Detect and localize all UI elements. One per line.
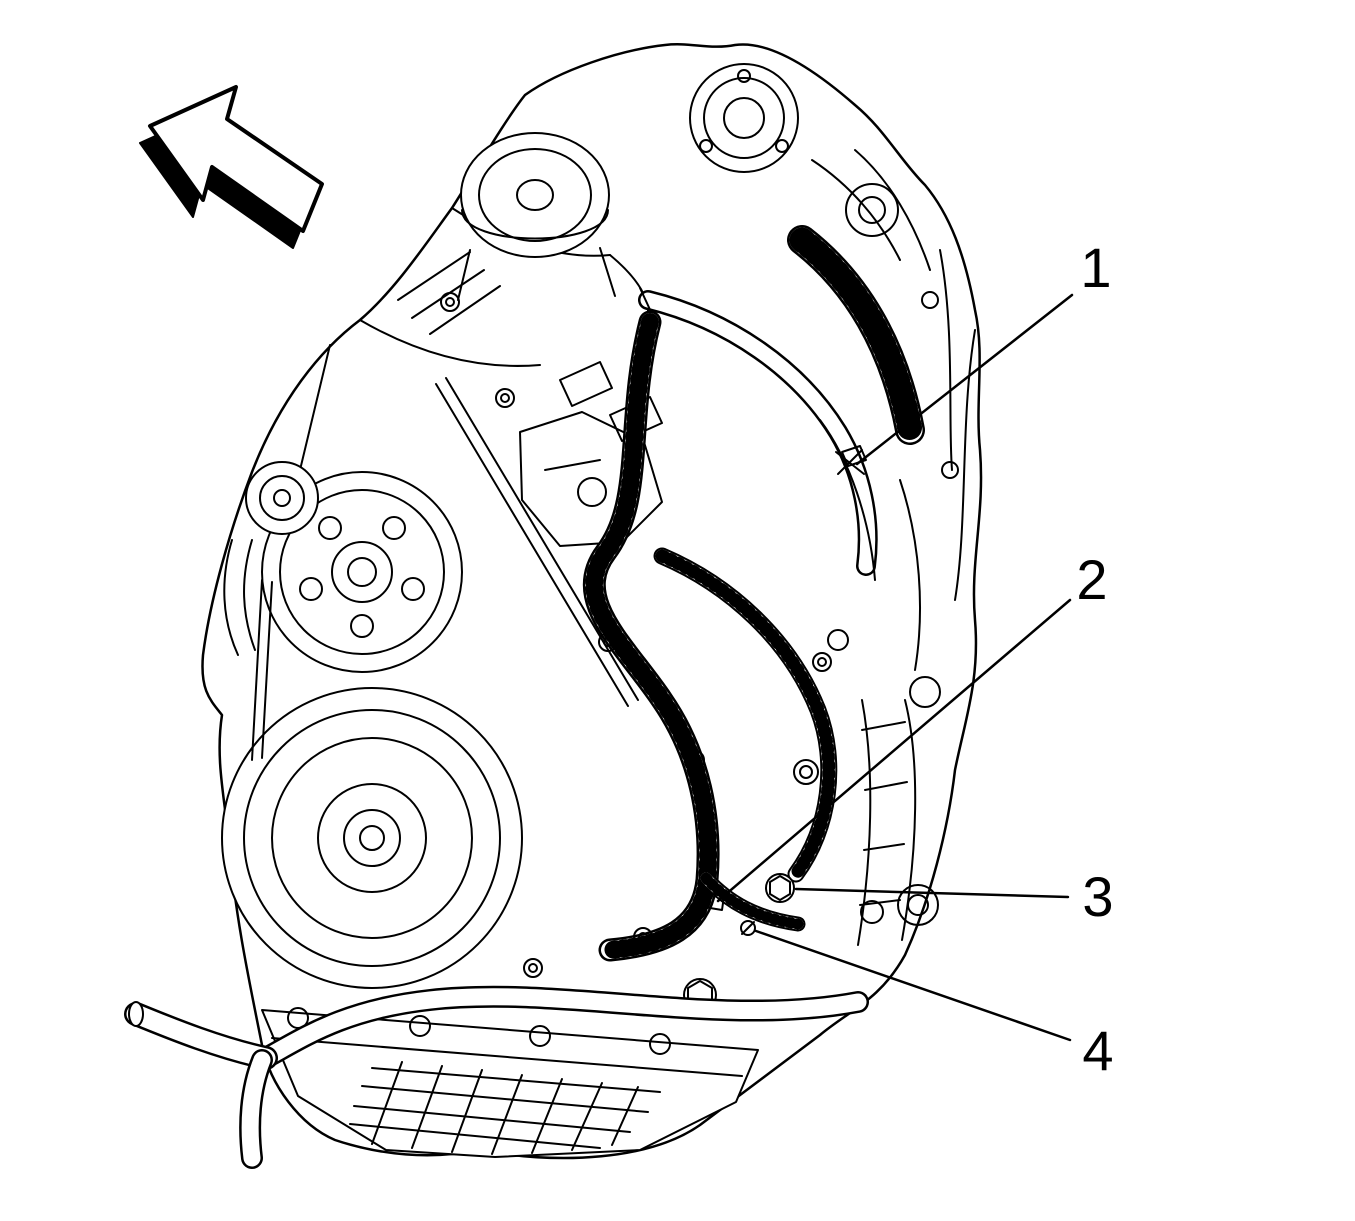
camshaft-cap [689,63,931,271]
callout-4-leader [754,929,1072,1042]
callout-targets [697,445,867,936]
sensor-connector-1 [835,445,867,475]
callout-leaders [716,293,1074,1042]
water-pump-pulley [245,461,463,673]
callout-2-leader [716,598,1072,903]
callout-label-3: 3 [1082,865,1114,928]
bellhousing-edge [819,419,941,946]
manifold-hatched-band [787,225,925,445]
stud-4 [740,920,756,936]
heater-pipe-lower [124,985,869,1169]
callout-1-leader [855,293,1074,466]
front-direction-arrow-icon [139,85,324,249]
harness-connector-2 [697,891,747,911]
oil-pan [261,978,759,1158]
callout-label-4: 4 [1082,1019,1114,1082]
vacuum-pump [457,132,616,301]
callout-label-1: 1 [1080,236,1112,299]
callout-label-2: 2 [1076,548,1108,611]
heater-hose-upper [638,287,878,576]
hex-bolt-3 [765,873,795,903]
crankshaft-pulley [221,579,523,989]
fasteners [440,291,959,978]
callout-3-leader [794,887,1070,899]
